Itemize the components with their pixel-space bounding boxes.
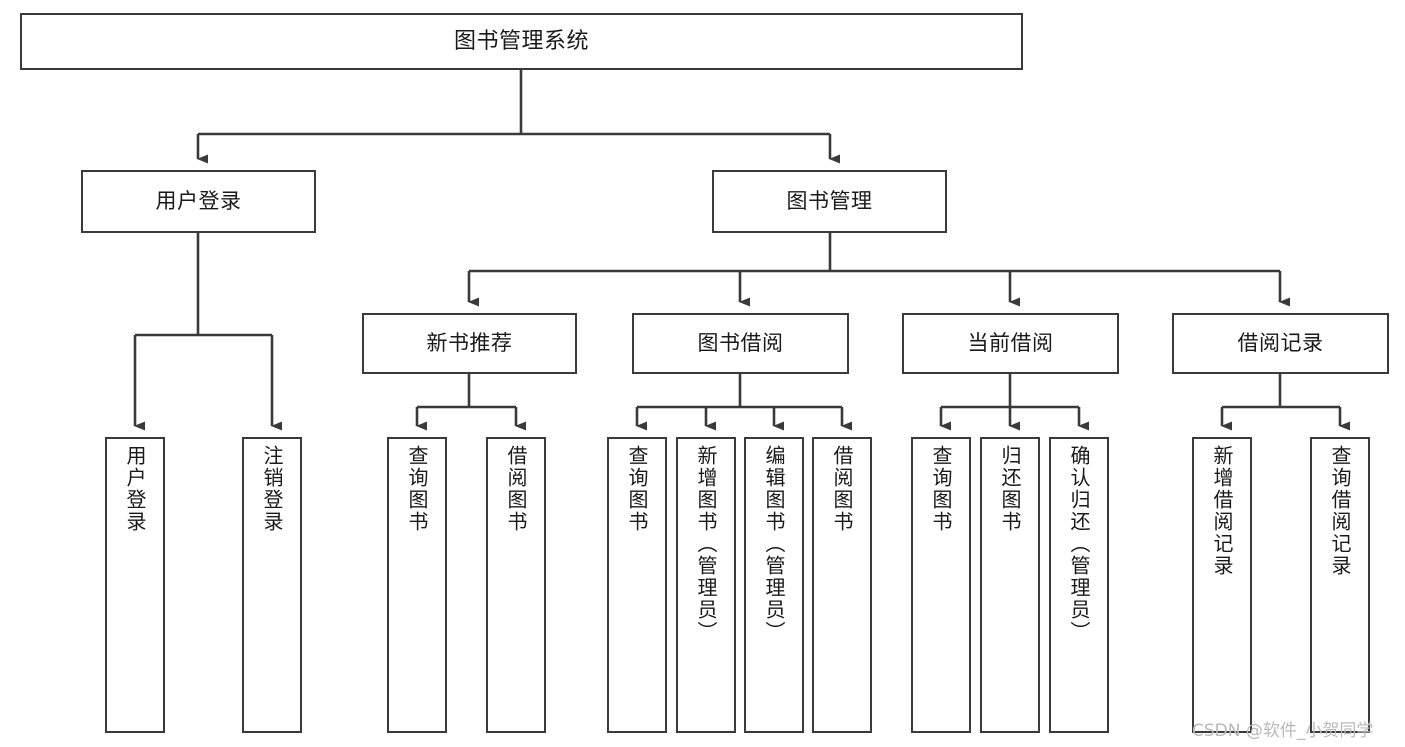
node-label: 借阅图书	[830, 445, 854, 533]
node-label: 图书借阅	[697, 331, 784, 356]
node-user-login[interactable]: 用户登录	[81, 170, 316, 233]
node-label: 新增图书（管理员）	[694, 445, 718, 643]
node-label: 图书管理	[786, 189, 873, 214]
node-new-book-recommendation[interactable]: 新书推荐	[362, 313, 577, 374]
node-label: 查询图书	[405, 445, 429, 533]
node-book-borrowing[interactable]: 图书借阅	[632, 313, 849, 374]
node-book-management[interactable]: 图书管理	[712, 170, 947, 233]
node-label: 用户登录	[123, 445, 147, 533]
node-label: 注销登录	[260, 445, 284, 533]
node-label: 借阅记录	[1237, 331, 1324, 356]
leaf-borrow-record-add-record[interactable]: 新增借阅记录	[1192, 437, 1252, 733]
leaf-book-borrow-query-book[interactable]: 查询图书	[607, 437, 667, 733]
node-label: 查询图书	[625, 445, 649, 533]
leaf-user-login-logout[interactable]: 注销登录	[242, 437, 302, 733]
leaf-new-book-rec-query-book[interactable]: 查询图书	[387, 437, 447, 733]
node-label: 新增借阅记录	[1210, 445, 1234, 577]
node-label: 查询借阅记录	[1328, 445, 1352, 577]
leaf-current-borrow-return-book[interactable]: 归还图书	[980, 437, 1040, 733]
leaf-new-book-rec-borrow-book[interactable]: 借阅图书	[486, 437, 546, 733]
node-label: 当前借阅	[967, 331, 1054, 356]
leaf-user-login-login[interactable]: 用户登录	[105, 437, 165, 733]
node-label: 新书推荐	[426, 331, 513, 356]
node-label: 查询图书	[929, 445, 953, 533]
node-label: 编辑图书（管理员）	[762, 445, 786, 643]
leaf-book-borrow-edit-book-admin[interactable]: 编辑图书（管理员）	[744, 437, 804, 733]
node-label: 确认归还（管理员）	[1067, 445, 1091, 643]
leaf-book-borrow-borrow-book[interactable]: 借阅图书	[812, 437, 872, 733]
leaf-book-borrow-add-book-admin[interactable]: 新增图书（管理员）	[676, 437, 736, 733]
node-current-borrowing[interactable]: 当前借阅	[902, 313, 1119, 374]
node-label: 借阅图书	[504, 445, 528, 533]
node-borrowing-record[interactable]: 借阅记录	[1172, 313, 1389, 374]
node-label: 归还图书	[998, 445, 1022, 533]
node-root-book-management-system[interactable]: 图书管理系统	[20, 13, 1023, 70]
leaf-borrow-record-query-record[interactable]: 查询借阅记录	[1310, 437, 1370, 733]
leaf-current-borrow-confirm-return-admin[interactable]: 确认归还（管理员）	[1049, 437, 1109, 733]
node-label: 用户登录	[155, 189, 242, 214]
leaf-current-borrow-query-book[interactable]: 查询图书	[911, 437, 971, 733]
node-label: 图书管理系统	[453, 28, 589, 54]
